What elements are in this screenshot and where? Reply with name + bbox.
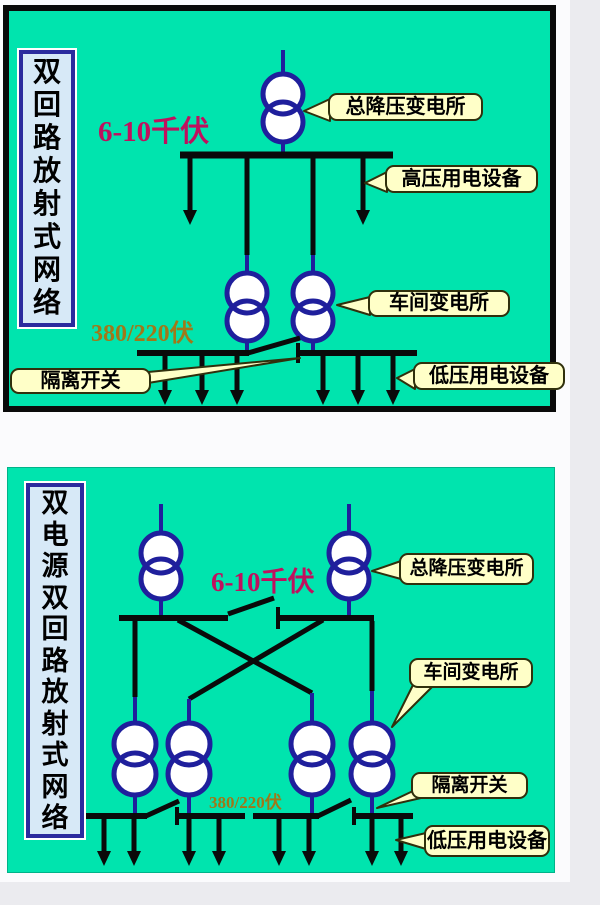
isolator-switch-blade: [247, 335, 301, 363]
workshop-transformer-icon: [224, 270, 336, 355]
panel2-title: 双电源双回路放射式网络: [26, 483, 84, 838]
callout-pointer: [371, 560, 435, 850]
bus-tie-switch-blade: [227, 595, 280, 629]
callout-workshop-substation: 车间变电所: [409, 658, 533, 688]
lv-load-arrow: [158, 356, 400, 405]
workshop-feeder: [244, 158, 316, 274]
callout-isolator-switch: 隔离开关: [411, 772, 528, 799]
callout-lv-equipment: 低压用电设备: [413, 362, 565, 390]
panel2-hv-voltage-label: 6-10千伏: [211, 567, 315, 597]
callout-lv-equipment: 低压用电设备: [424, 825, 550, 857]
lv-load-arrow: [97, 819, 408, 866]
callout-main-substation: 总降压变电所: [399, 553, 534, 585]
isolator-switch-blade: [144, 797, 356, 825]
main-transformer-icon: [260, 71, 306, 145]
panel-radial-network: 双回路放射式网络 6-10千伏 380/220伏 总降压变电所 高压用电设备 车…: [3, 5, 565, 412]
workshop-transformer-icon: [111, 720, 396, 818]
hv-load-arrow: [183, 158, 370, 225]
main-transformer-icon: [138, 530, 372, 602]
panel1-title: 双回路放射式网络: [19, 50, 75, 327]
dual-source-network-diagram: [86, 504, 435, 866]
panel1-lv-voltage-label: 380/220伏: [91, 321, 194, 347]
radial-network-diagram: [137, 50, 417, 405]
callout-isolator-switch: 隔离开关: [10, 368, 151, 394]
panel-dual-source-network: 双电源双回路放射式网络 6-10千伏 380/220伏 总降压变电所 车间变电所…: [7, 467, 555, 873]
callout-main-substation: 总降压变电所: [328, 93, 483, 121]
right-gutter: [570, 0, 600, 905]
cross-feeder: [132, 617, 375, 724]
callout-workshop-substation: 车间变电所: [368, 290, 510, 317]
panel1-hv-voltage-label: 6-10千伏: [98, 116, 210, 148]
bottom-gutter: [0, 882, 600, 905]
panel2-lv-voltage-label: 380/220伏: [209, 793, 282, 812]
callout-hv-equipment: 高压用电设备: [385, 165, 538, 193]
